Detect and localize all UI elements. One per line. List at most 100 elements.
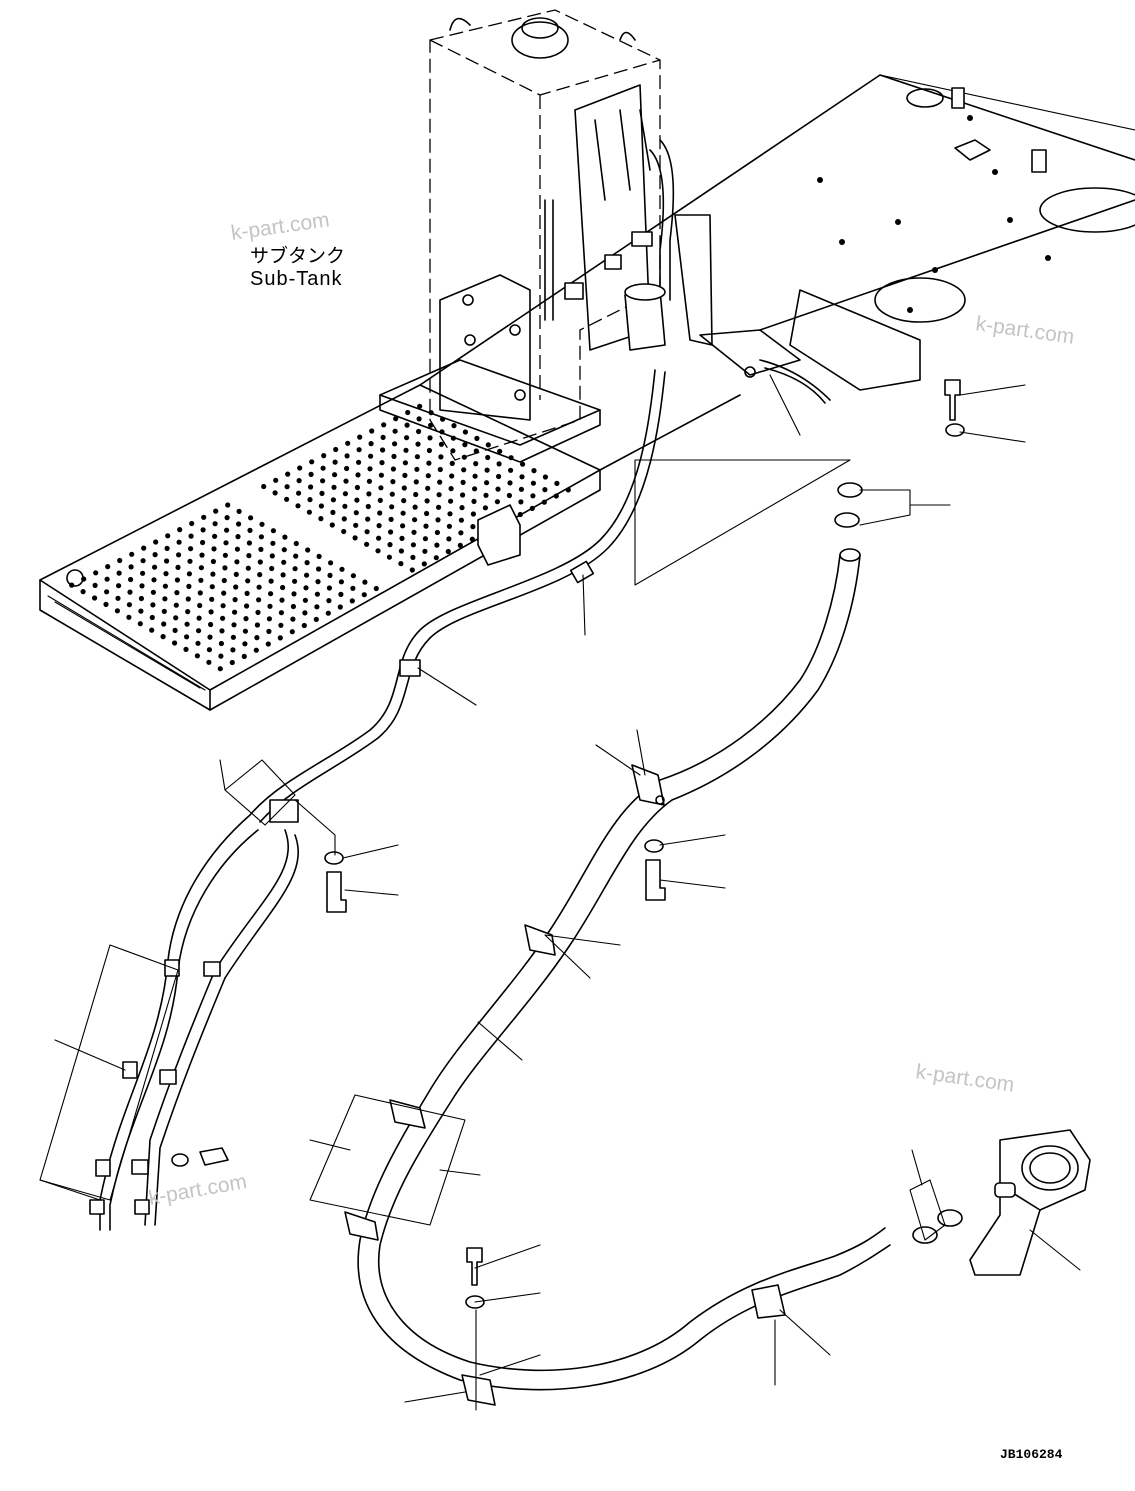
perforation-dot	[342, 491, 348, 497]
perforation-dot	[257, 559, 263, 565]
perforation-dot	[367, 466, 373, 472]
perforation-dot	[209, 584, 215, 590]
watermark: k-part.com	[229, 208, 330, 245]
perforation-dot	[497, 448, 503, 454]
perforation-dot	[361, 592, 367, 598]
perforation-dot	[329, 522, 335, 528]
perforation-dot	[220, 615, 226, 621]
perforation-dot	[507, 480, 513, 486]
perforation-dot	[270, 540, 276, 546]
perforation-dot	[381, 422, 387, 428]
perforation-dot	[115, 595, 121, 601]
perforation-dot	[183, 646, 189, 653]
perforation-dot	[316, 553, 322, 560]
perforation-dot	[448, 486, 454, 492]
thin-hose-harness	[89, 369, 666, 1231]
perforation-dot	[313, 616, 319, 623]
perforation-dot	[114, 608, 120, 614]
perforation-dot	[508, 467, 514, 473]
perforation-dot	[376, 535, 382, 541]
perforation-dot	[268, 578, 274, 584]
perforation-dot	[416, 416, 422, 422]
perforation-dot	[152, 552, 158, 558]
perforation-dot	[401, 485, 407, 491]
perforation-dot	[387, 542, 393, 548]
perforation-dot	[245, 578, 251, 584]
perforation-dot	[412, 517, 418, 523]
perforation-dot	[302, 597, 308, 603]
perforation-dot	[433, 555, 439, 561]
perforation-dot	[446, 523, 452, 529]
perforation-dot	[483, 492, 489, 498]
perforation-dot	[92, 582, 98, 589]
perforation-dot	[222, 552, 228, 558]
perforation-dot	[484, 467, 490, 473]
perforation-dot	[172, 640, 178, 646]
perforation-dot	[127, 589, 133, 595]
perforation-dot	[365, 516, 371, 522]
perforation-dot	[173, 615, 179, 621]
perforation-dot	[390, 479, 396, 485]
drawing-code: JB106284	[1000, 1447, 1063, 1462]
perforation-dot	[364, 541, 370, 547]
perforation-dot	[404, 435, 410, 441]
perforation-dot	[398, 561, 404, 567]
perforation-dot	[398, 548, 404, 554]
perforation-dot	[93, 570, 99, 576]
sub-tank-label-jp: サブタンク	[250, 244, 345, 267]
perforation-dot	[219, 628, 225, 634]
perforation-dot	[281, 559, 287, 565]
perforation-dot	[289, 629, 295, 635]
perforation-dot	[471, 498, 477, 504]
perforation-dot	[284, 484, 290, 490]
perforation-dot	[426, 447, 432, 454]
perforation-dot	[389, 504, 395, 510]
perforation-dot	[161, 621, 167, 627]
perforation-dot	[218, 640, 224, 647]
perforation-dot	[413, 491, 419, 498]
perforation-dot	[303, 585, 309, 591]
perforation-dot	[405, 409, 411, 416]
perforation-dot	[175, 564, 181, 571]
perforation-dot	[140, 570, 146, 576]
perforation-dot	[198, 565, 204, 571]
perforation-dot	[211, 546, 217, 552]
perforation-dot	[377, 510, 383, 516]
perforation-dot	[354, 497, 360, 503]
perforation-dot	[482, 505, 488, 511]
perforation-dot	[520, 461, 526, 467]
perforation-dot	[296, 478, 302, 484]
perforation-dot	[472, 473, 478, 479]
perforation-dot	[292, 566, 298, 572]
perforation-dot	[257, 572, 263, 578]
perforation-dot	[424, 498, 430, 504]
perforation-dot	[414, 454, 420, 460]
perforation-dot	[258, 534, 264, 540]
perforation-dot	[254, 622, 260, 628]
perforation-dot	[376, 523, 382, 529]
perforation-dot	[295, 503, 301, 509]
perforation-dot	[201, 514, 207, 520]
sub-tank-label-en: Sub-Tank	[250, 268, 343, 290]
perforation-dot	[126, 614, 132, 620]
perforation-dot	[529, 505, 535, 511]
perforation-dot	[421, 561, 427, 567]
perforation-dot	[206, 659, 212, 665]
perforation-dot	[326, 598, 332, 604]
perforation-dot	[104, 576, 110, 582]
perforation-dot	[338, 579, 344, 585]
perforation-dot	[446, 536, 452, 542]
perforation-dot	[438, 441, 444, 447]
perforation-dot	[341, 528, 347, 535]
perforation-dot	[269, 565, 275, 572]
perforation-dot	[403, 447, 409, 453]
perforation-dot	[541, 499, 547, 505]
perforation-dot	[345, 440, 351, 446]
perforation-dot	[473, 461, 479, 467]
perforation-dot	[530, 493, 536, 499]
perforation-dot	[153, 539, 159, 545]
perforation-dot	[344, 453, 350, 459]
perforation-dot	[162, 583, 168, 589]
perforation-dot	[434, 542, 440, 548]
perforation-dot	[212, 533, 218, 539]
